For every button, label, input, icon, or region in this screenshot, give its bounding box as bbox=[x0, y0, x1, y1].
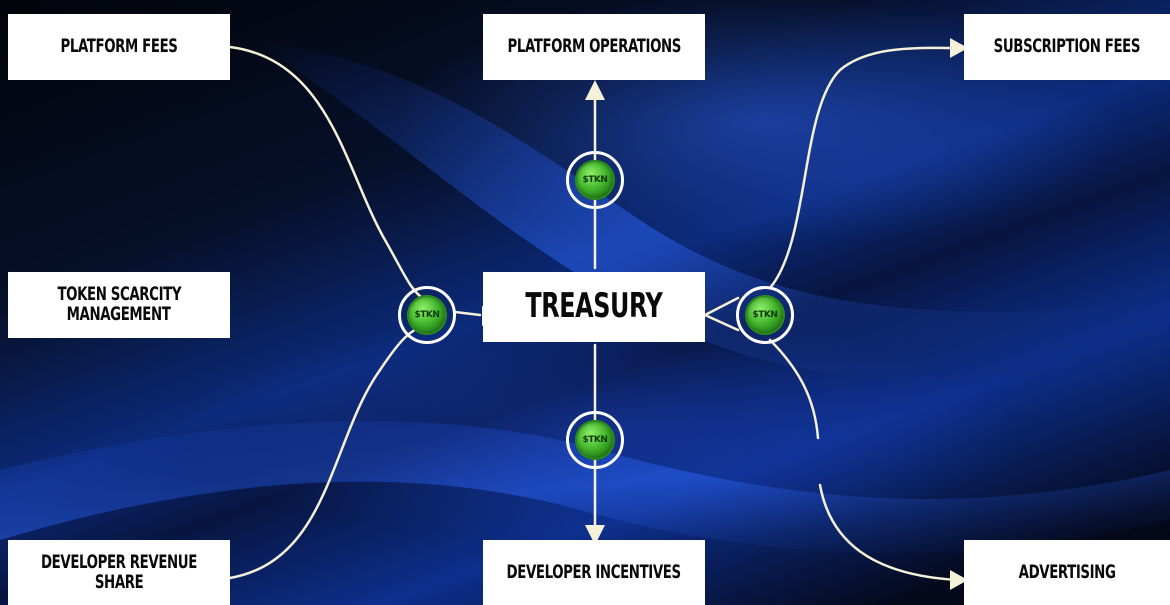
node-platform-operations-label: PLATFORM OPERATIONS bbox=[507, 35, 681, 58]
node-token-scarcity-line1: TOKEN SCARCITY bbox=[57, 283, 181, 306]
node-advertising: ADVERTISING bbox=[964, 540, 1170, 605]
node-developer-revenue-line1: DEVELOPER REVENUE bbox=[41, 550, 197, 573]
node-platform-operations: PLATFORM OPERATIONS bbox=[483, 14, 705, 80]
node-developer-revenue-line2: SHARE bbox=[94, 570, 144, 593]
node-treasury-label: TREASURY bbox=[525, 286, 663, 327]
node-token-scarcity: TOKEN SCARCITY MANAGEMENT bbox=[8, 272, 230, 338]
connector-advertising-lower bbox=[818, 483, 960, 582]
arrowhead-subscription bbox=[950, 38, 968, 58]
node-advertising-label: ADVERTISING bbox=[1018, 560, 1116, 583]
coin-mark: $TKN bbox=[752, 310, 778, 320]
coin-left: $TKN bbox=[398, 286, 456, 344]
node-subscription-fees-label: SUBSCRIPTION FEES bbox=[993, 35, 1141, 58]
node-token-scarcity-line2: MANAGEMENT bbox=[67, 303, 171, 325]
coin-mark: $TKN bbox=[414, 310, 440, 320]
node-treasury: TREASURY bbox=[483, 272, 705, 342]
node-subscription-fees: SUBSCRIPTION FEES bbox=[964, 14, 1170, 80]
coin-mark: $TKN bbox=[582, 435, 608, 445]
connector-coin-to-treasury bbox=[453, 310, 482, 317]
token-coin-icon: $TKN bbox=[575, 420, 615, 460]
token-coin-icon: $TKN bbox=[745, 295, 785, 335]
node-developer-revenue-share: DEVELOPER REVENUE SHARE bbox=[8, 540, 230, 605]
connector-platform-fees bbox=[228, 45, 427, 302]
coin-bottom: $TKN bbox=[566, 411, 624, 469]
coin-top: $TKN bbox=[566, 151, 624, 209]
node-platform-fees-label: PLATFORM FEES bbox=[60, 35, 178, 58]
coin-mark: $TKN bbox=[582, 175, 608, 185]
node-developer-incentives-label: DEVELOPER INCENTIVES bbox=[506, 560, 682, 583]
coin-right: $TKN bbox=[736, 286, 794, 344]
node-platform-fees: PLATFORM FEES bbox=[8, 14, 230, 80]
arrowhead-platform-ops bbox=[585, 80, 605, 100]
connector-subscription bbox=[768, 46, 960, 290]
token-coin-icon: $TKN bbox=[407, 295, 447, 335]
arrowhead-advertising bbox=[950, 570, 968, 590]
connector-treasury-to-coin-right bbox=[703, 296, 740, 332]
arrowhead-developer-incentives bbox=[585, 525, 605, 545]
node-developer-incentives: DEVELOPER INCENTIVES bbox=[483, 540, 705, 605]
connector-developer-revenue bbox=[228, 323, 427, 580]
connector-advertising-upper bbox=[768, 338, 820, 440]
token-coin-icon: $TKN bbox=[575, 160, 615, 200]
